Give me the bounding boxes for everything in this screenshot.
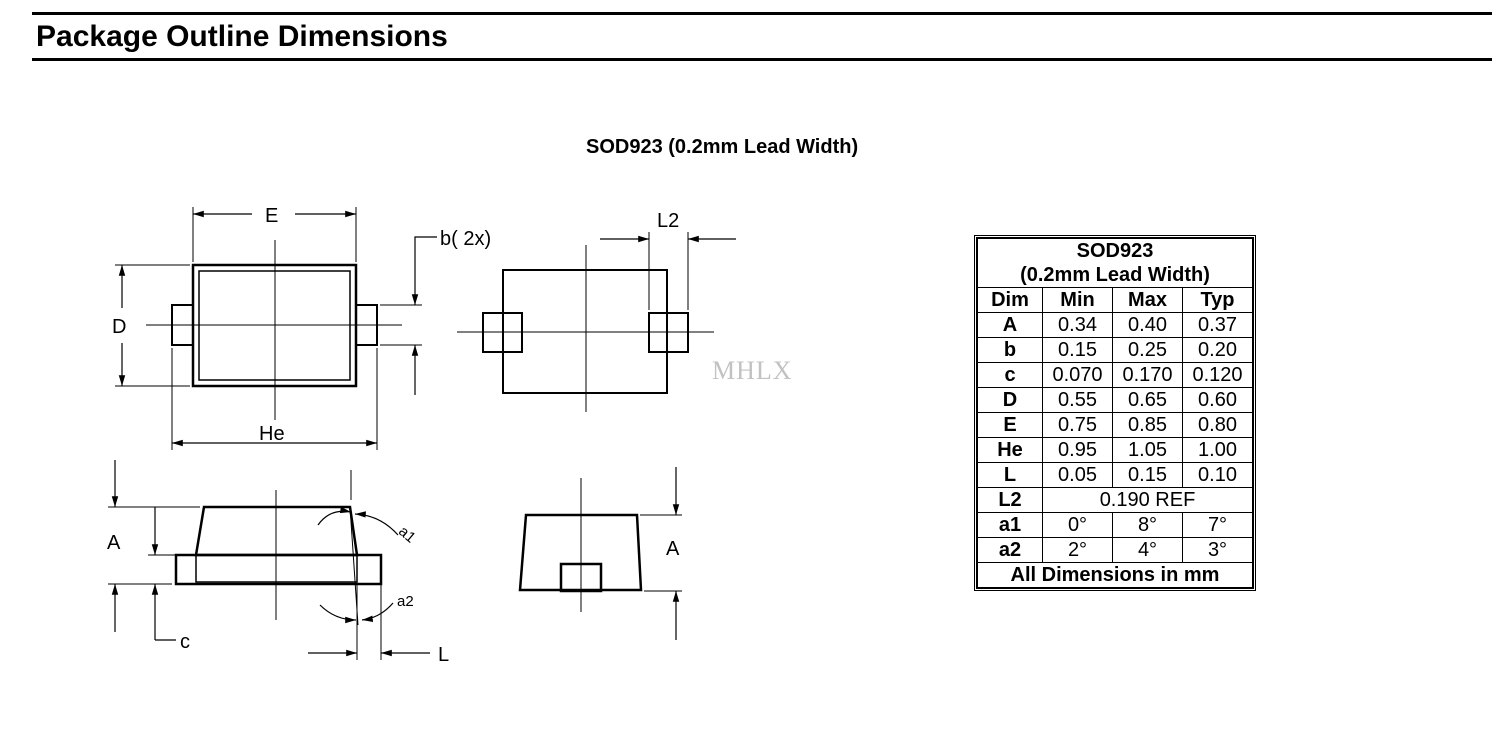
top-rule [32,12,1492,15]
label-a2: a2 [397,593,414,610]
drawing-subtitle: SOD923 (0.2mm Lead Width) [586,136,859,158]
cell-dim: a1 [977,512,1043,538]
table-row: E 0.75 0.85 0.80 [977,412,1253,438]
cell-typ: 0.10 [1182,462,1253,488]
cell-typ: 0.37 [1182,312,1253,338]
cell-typ: 0.80 [1182,412,1253,438]
cell-typ: 7° [1182,512,1253,538]
cell-typ: 0.20 [1182,337,1253,363]
cell-dim: b [977,337,1043,363]
watermark: MHLX [712,356,793,385]
cell-max: 0.170 [1112,362,1183,388]
cell-max: 0.40 [1112,312,1183,338]
table-row: He 0.95 1.05 1.00 [977,437,1253,463]
cell-min: 0.15 [1042,337,1113,363]
bottom-view [457,232,736,412]
top-view [115,207,437,450]
label-He: He [259,423,285,445]
cell-min: 2° [1042,537,1113,563]
header-typ: Typ [1182,287,1253,313]
cell-min: 0.05 [1042,462,1113,488]
header-max: Max [1112,287,1183,313]
table-title-line2: (0.2mm Lead Width) [1020,264,1210,286]
header-min: Min [1042,287,1113,313]
table-footer-row: All Dimensions in mm [977,562,1253,588]
cell-max: 8° [1112,512,1183,538]
cell-typ: 0.120 [1182,362,1253,388]
cell-dim: He [977,437,1043,463]
package-outline-drawing: E b( 2x) L2 D He A A a1 a2 c L [107,205,736,666]
label-A-left: A [107,532,121,554]
cell-typ: 3° [1182,537,1253,563]
label-c: c [180,631,190,653]
table-title-line1: SOD923 [1076,240,1154,262]
cell-dim: D [977,387,1043,413]
label-A-right: A [666,538,680,560]
side-view-right [518,467,682,640]
table-row-l2: L2 0.190 REF [977,487,1253,513]
title-underline [32,58,1492,61]
cell-min: 0.95 [1042,437,1113,463]
cell-ref-value: 0.190 REF [1042,487,1253,513]
table-row: b 0.15 0.25 0.20 [977,337,1253,363]
table-row: a1 0° 8° 7° [977,512,1253,538]
side-view-left [108,460,430,660]
cell-dim: L2 [977,487,1043,513]
cell-typ: 0.60 [1182,387,1253,413]
label-L: L [438,644,449,666]
table-header-row: Dim Min Max Typ [977,287,1253,313]
cell-max: 4° [1112,537,1183,563]
table-row: c 0.070 0.170 0.120 [977,362,1253,388]
cell-min: 0° [1042,512,1113,538]
label-L2: L2 [657,210,679,232]
page-title: Package Outline Dimensions [36,20,448,53]
cell-min: 0.75 [1042,412,1113,438]
table-title: SOD923 (0.2mm Lead Width) [977,238,1253,288]
table-footer: All Dimensions in mm [977,562,1253,588]
cell-min: 0.55 [1042,387,1113,413]
table-row: L 0.05 0.15 0.10 [977,462,1253,488]
cell-dim: a2 [977,537,1043,563]
table-title-row: SOD923 (0.2mm Lead Width) [977,238,1253,288]
table-row: A 0.34 0.40 0.37 [977,312,1253,338]
header-dim: Dim [977,287,1043,313]
label-D: D [112,316,126,338]
dimensions-table: SOD923 (0.2mm Lead Width) Dim Min Max Ty… [974,235,1256,591]
cell-max: 1.05 [1112,437,1183,463]
cell-dim: E [977,412,1043,438]
table-row: a2 2° 4° 3° [977,537,1253,563]
cell-typ: 1.00 [1182,437,1253,463]
cell-max: 0.85 [1112,412,1183,438]
cell-max: 0.65 [1112,387,1183,413]
cell-max: 0.25 [1112,337,1183,363]
cell-dim: c [977,362,1043,388]
label-E: E [265,205,278,227]
cell-min: 0.070 [1042,362,1113,388]
cell-dim: A [977,312,1043,338]
cell-max: 0.15 [1112,462,1183,488]
cell-dim: L [977,462,1043,488]
cell-min: 0.34 [1042,312,1113,338]
table-row: D 0.55 0.65 0.60 [977,387,1253,413]
label-a1: a1 [395,523,419,547]
label-b-2x: b( 2x) [440,228,491,250]
